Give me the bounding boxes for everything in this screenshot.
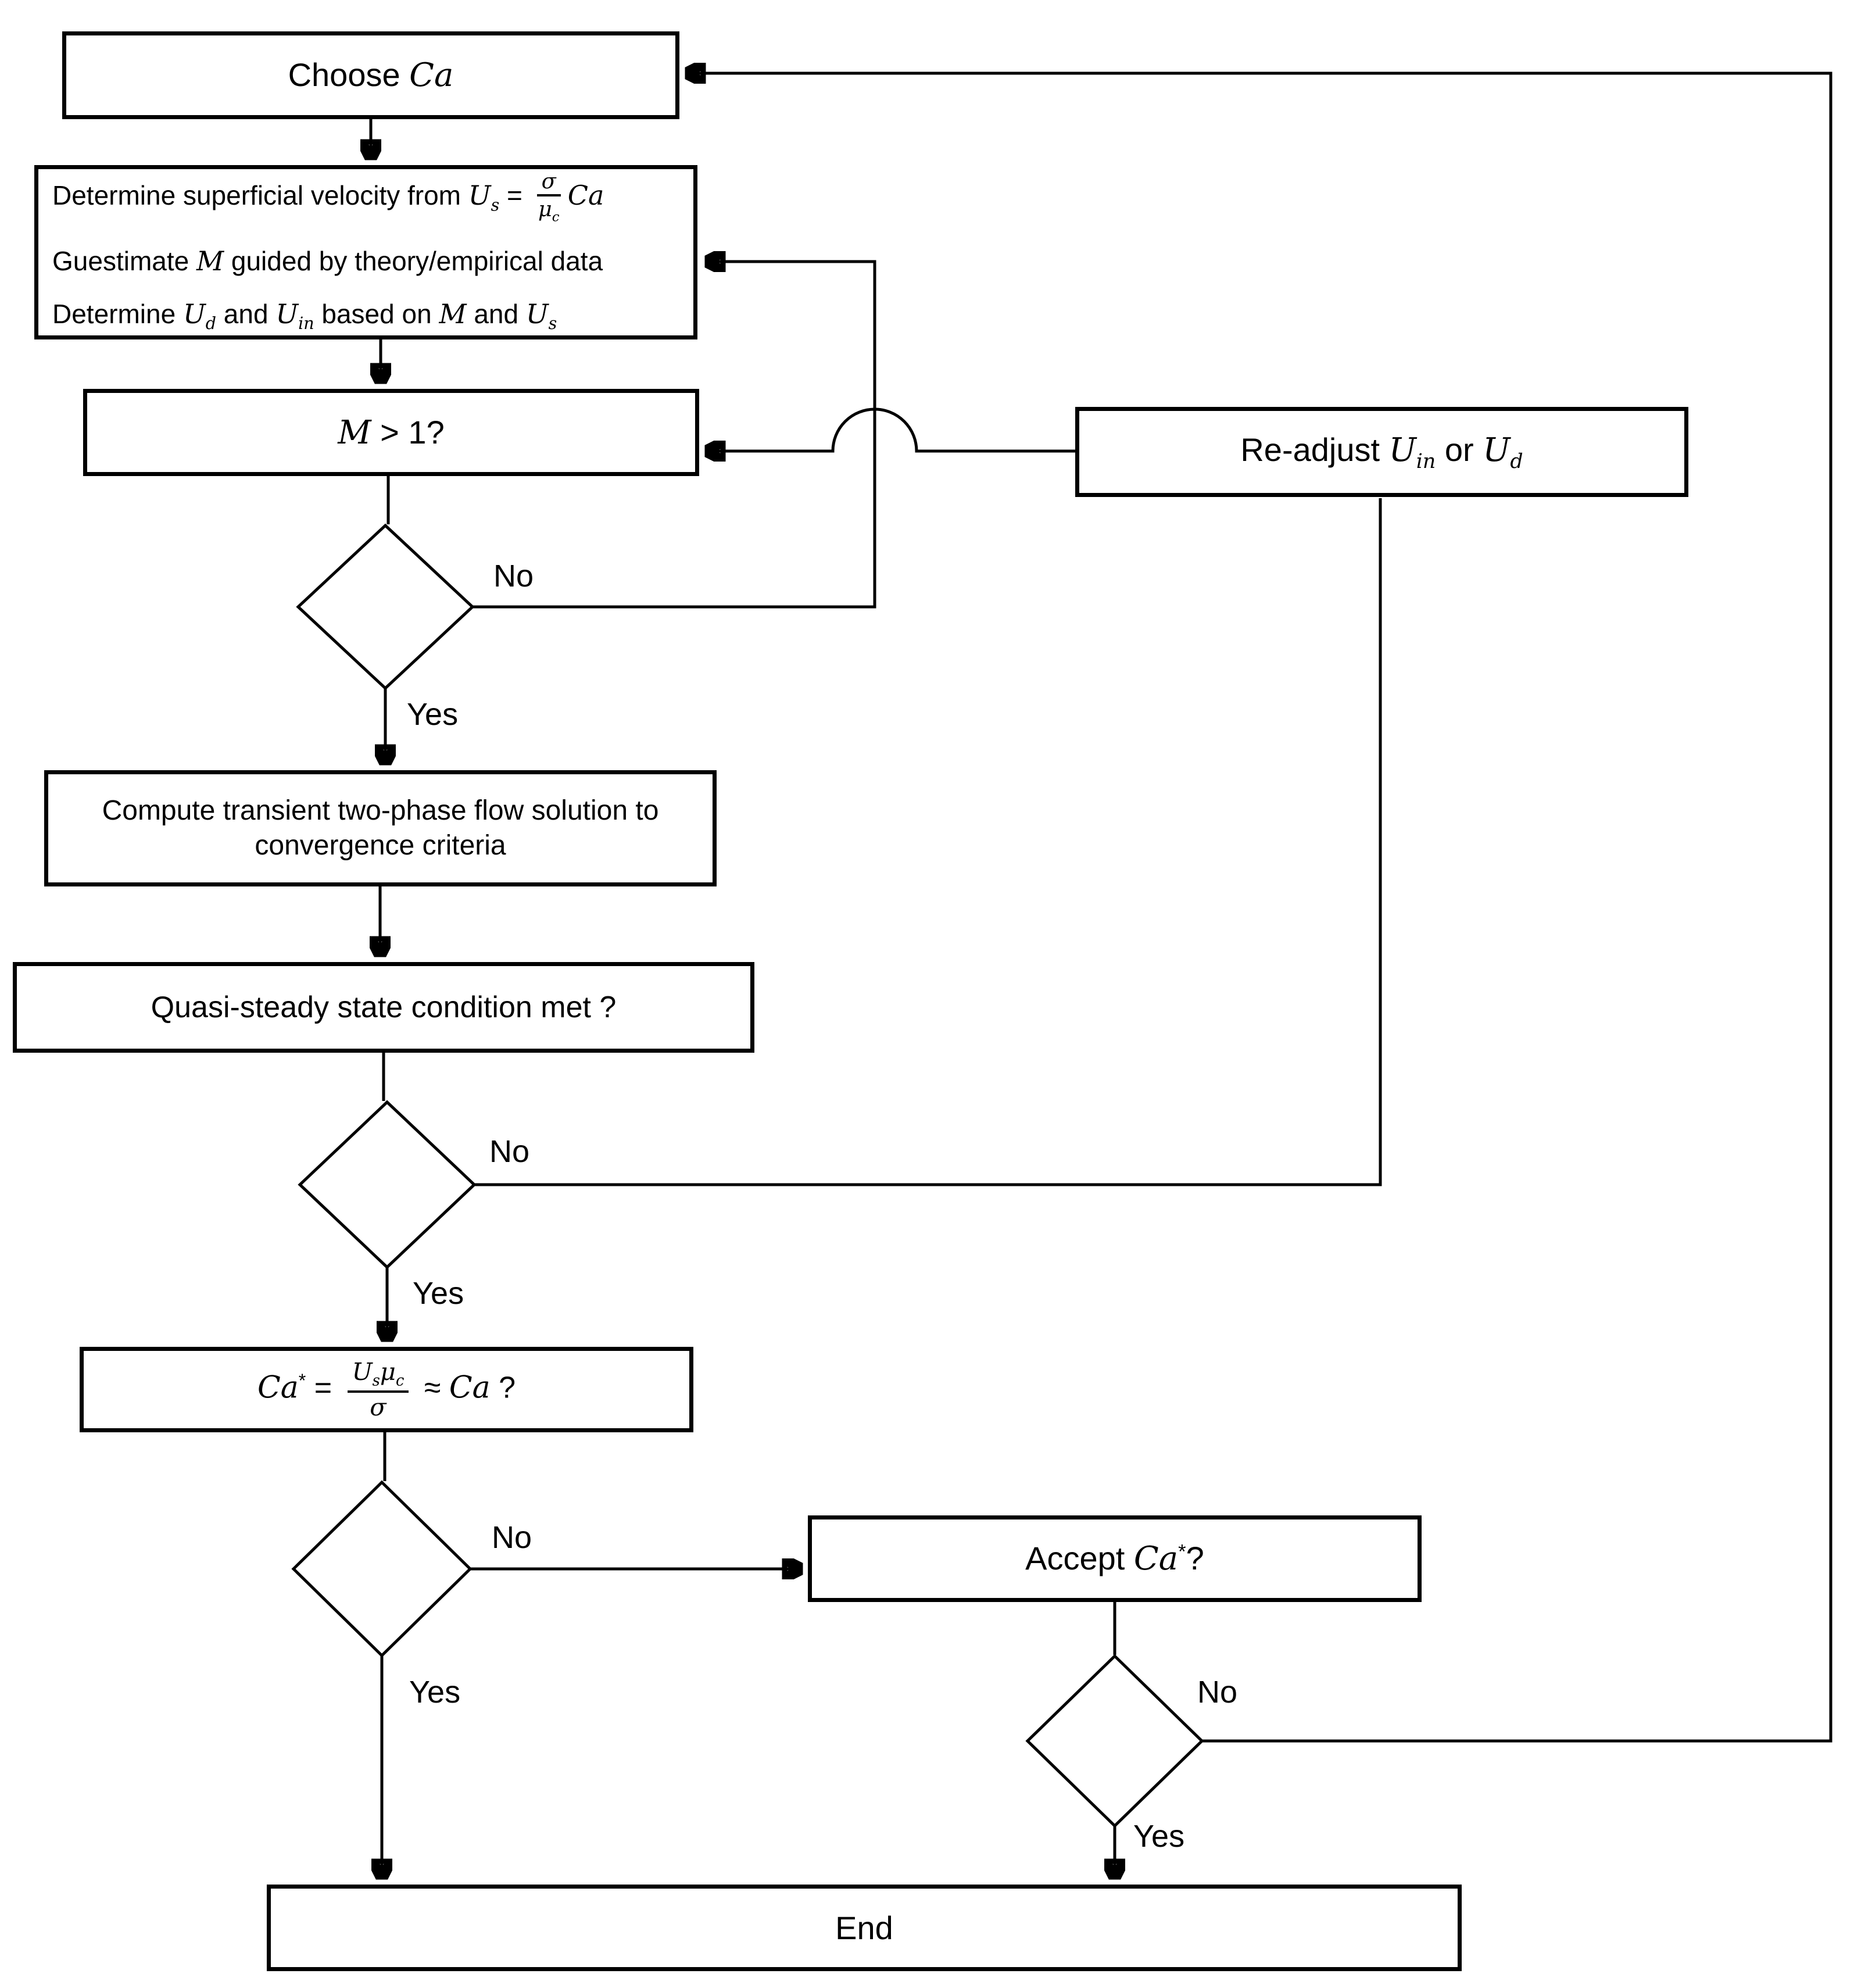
math-sub: c <box>552 209 560 225</box>
edge-label-castar-no: No <box>489 1521 535 1554</box>
math-var: M <box>338 413 371 452</box>
text-token: based on <box>314 299 439 330</box>
node-compute: Compute transient two-phase flow solutio… <box>44 770 717 886</box>
math-var: Ca <box>257 1370 299 1406</box>
edge-label-m-yes: Yes <box>405 698 461 731</box>
math-var: M <box>196 245 224 277</box>
determine-line-3: Determine Ud and Uin based on M and Us <box>52 298 557 334</box>
decision-diamond-quasi <box>298 1100 477 1270</box>
decision-diamond-castar <box>291 1480 473 1658</box>
decision-diamond-accept <box>1025 1654 1204 1828</box>
edge-label-accept-yes: Yes <box>1131 1819 1187 1853</box>
edge-diamond4-no-to-choose <box>687 73 1832 1743</box>
text-token: Determine superficial velocity from <box>52 180 468 210</box>
text-token: and <box>216 299 276 330</box>
fraction-denominator: μc <box>538 196 560 224</box>
edge-diamond1-no-to-determine <box>473 262 876 609</box>
math-var: μ <box>380 1357 396 1386</box>
text-token: ? <box>1186 1540 1204 1576</box>
math-var: U <box>468 179 491 211</box>
math-var: σ <box>370 1393 386 1422</box>
math-sub: s <box>372 1372 380 1390</box>
math-var: Ca <box>1133 1540 1179 1578</box>
math-sub: s <box>491 195 500 215</box>
text-token: ≈ <box>416 1371 449 1405</box>
math-var: Ca <box>567 179 604 211</box>
edge-label-quasi-yes: Yes <box>410 1277 467 1310</box>
text-token: Accept <box>1025 1540 1134 1576</box>
text-token: = <box>499 180 530 210</box>
node-determine-block: Determine superficial velocity from Us =… <box>34 165 697 339</box>
math-var: U <box>275 298 299 330</box>
math-var: Ca <box>449 1370 491 1406</box>
math-var: M <box>439 298 467 330</box>
text-token: Choose <box>288 56 410 93</box>
text-token: and <box>466 299 526 330</box>
fraction-denominator: σ <box>370 1393 386 1420</box>
text-token: guided by theory/empirical data <box>224 245 603 276</box>
determine-line-1: Determine superficial velocity from Us =… <box>52 170 604 225</box>
math-sub: s <box>548 314 557 334</box>
edge-label-m-no: No <box>491 559 536 593</box>
fraction-numerator: Usμc <box>347 1357 409 1393</box>
math-sup: * <box>298 1370 306 1391</box>
node-m-gt-1: M > 1? <box>83 389 699 476</box>
node-compute-label: Compute transient two-phase flow solutio… <box>102 795 659 861</box>
node-re-adjust: Re-adjust Uin or Ud <box>1075 407 1688 497</box>
text-token: Guestimate <box>52 245 196 276</box>
node-end-label: End <box>835 1909 893 1946</box>
math-var: U <box>182 298 206 330</box>
math-var: σ <box>541 168 556 194</box>
node-re-adjust-label: Re-adjust Uin or Ud <box>1240 430 1523 475</box>
math-sub: d <box>1510 449 1523 473</box>
edge-label-accept-no: No <box>1195 1675 1240 1709</box>
fraction-numerator: σ <box>536 168 561 197</box>
math-sub: c <box>395 1372 405 1390</box>
math-var: U <box>525 298 549 330</box>
node-accept-ca-star-label: Accept Ca*? <box>1025 1538 1204 1579</box>
math-var: U <box>1483 431 1511 469</box>
text-token: > 1? <box>371 413 445 450</box>
text-token: or <box>1436 431 1483 468</box>
math-var: Ca <box>409 56 454 94</box>
edge-label-quasi-no: No <box>487 1135 532 1168</box>
math-var: μ <box>538 196 552 222</box>
node-accept-ca-star: Accept Ca*? <box>808 1515 1422 1602</box>
edge-readjust-to-mgt1 <box>707 407 1075 451</box>
text-token: Determine <box>52 299 183 330</box>
node-choose-ca-label: Choose Ca <box>288 55 454 96</box>
math-sup: * <box>1178 1540 1186 1563</box>
determine-line-2: Guestimate M guided by theory/empirical … <box>52 245 603 278</box>
math-var: U <box>1388 431 1416 469</box>
node-quasi-steady-label: Quasi-steady state condition met ? <box>151 990 617 1024</box>
math-var: U <box>352 1357 373 1386</box>
edge-label-castar-yes: Yes <box>407 1675 463 1709</box>
node-choose-ca: Choose Ca <box>62 31 679 119</box>
math-sub: in <box>298 314 314 334</box>
text-token: = <box>306 1371 341 1405</box>
edge-diamond2-no-to-readjust <box>474 498 1382 1186</box>
text-token: ? <box>490 1371 516 1405</box>
node-quasi-steady: Quasi-steady state condition met ? <box>13 962 754 1053</box>
math-sub: in <box>1416 449 1436 473</box>
decision-diamond-m <box>296 523 475 691</box>
math-sub: d <box>205 314 217 334</box>
node-m-gt-1-label: M > 1? <box>338 412 444 453</box>
text-token: Re-adjust <box>1240 431 1389 468</box>
node-end: End <box>267 1885 1462 1971</box>
